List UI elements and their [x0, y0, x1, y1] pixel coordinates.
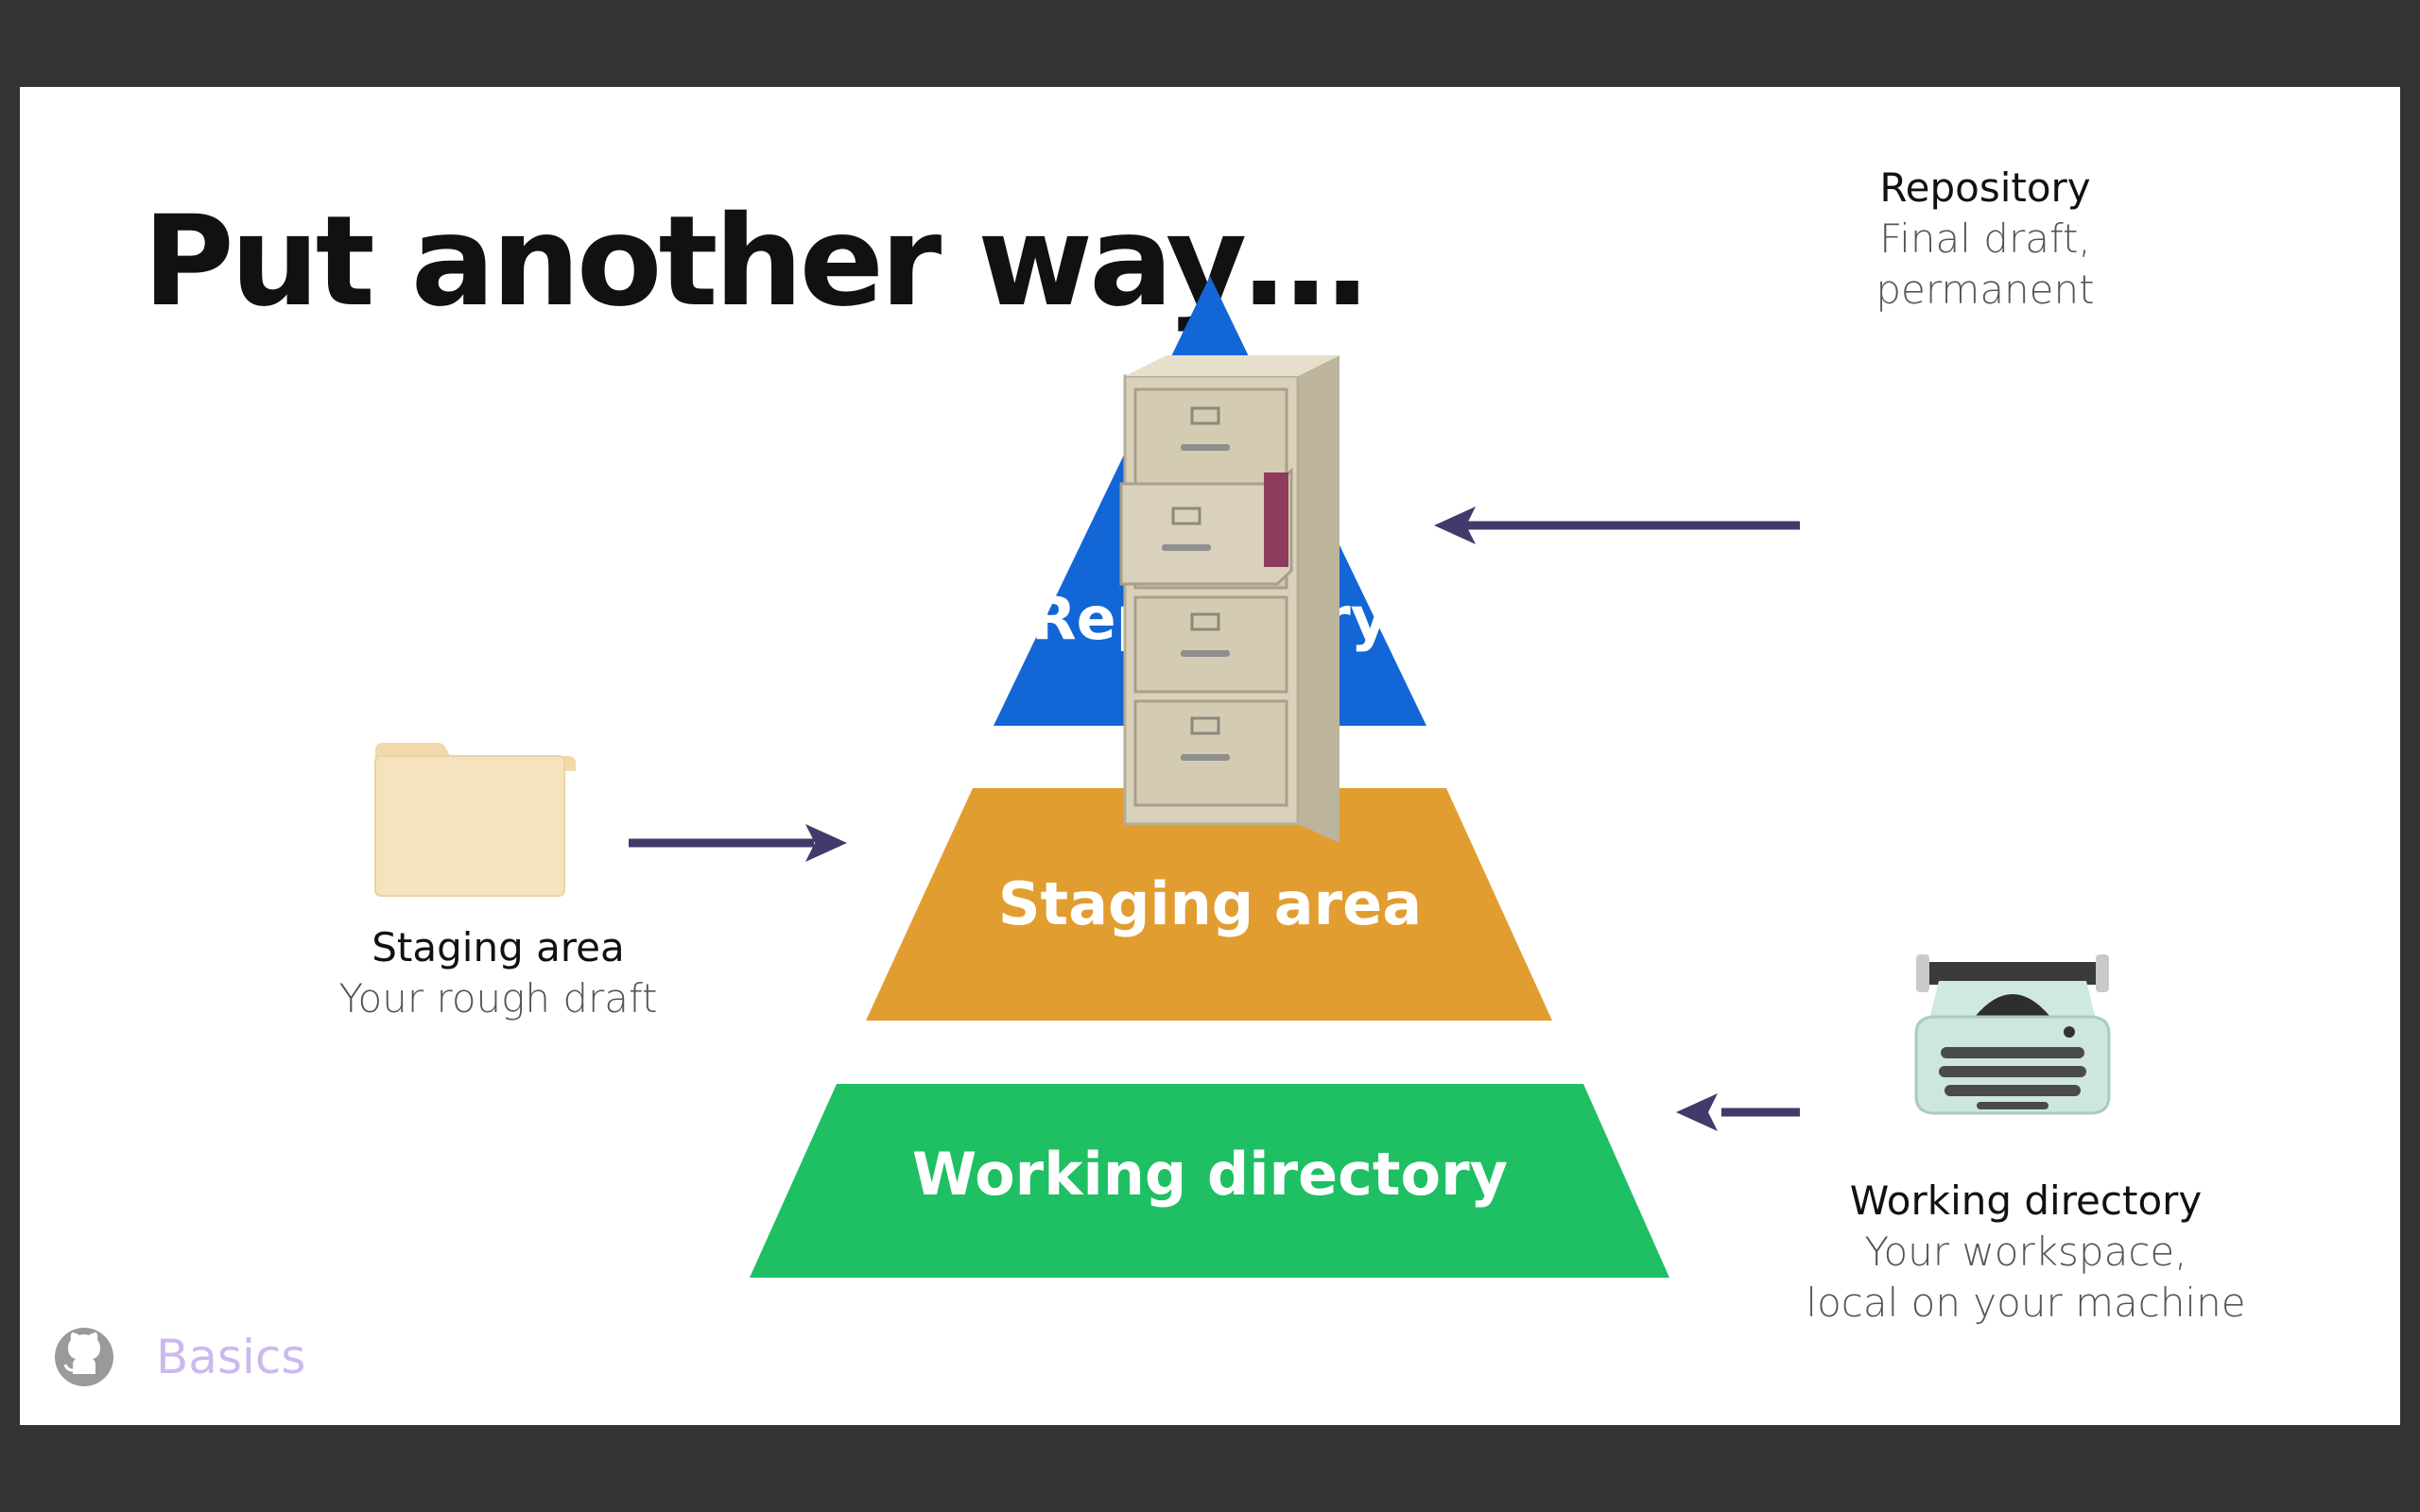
pyramid-label-staging: Staging area — [998, 869, 1422, 938]
typewriter-icon — [1914, 954, 2111, 1115]
arrow-to-working — [1676, 1093, 1800, 1131]
staging-caption: Staging area Your rough draft — [328, 922, 668, 1024]
repository-caption-line2: permanent — [1876, 266, 2095, 313]
repository-caption-heading: Repository — [1879, 164, 2091, 211]
filing-cabinet-icon — [1119, 355, 1340, 843]
working-caption-line1: Your workspace, — [1864, 1228, 2187, 1275]
slide: Put another way… Repository Staging area… — [20, 87, 2400, 1425]
working-caption-line2: local on your machine — [1806, 1280, 2246, 1326]
footer-section-label: Basics — [156, 1330, 306, 1384]
working-caption: Working directory Your workspace, local … — [1789, 1176, 2262, 1329]
arrow-to-staging — [629, 824, 847, 862]
pyramid-tier-working — [750, 1084, 1669, 1278]
repository-caption: Repository Final draft, permanent — [1858, 163, 2113, 316]
pyramid-tier-staging — [866, 788, 1552, 1021]
repository-caption-line1: Final draft, — [1879, 215, 2091, 262]
git-pyramid-diagram: Repository Staging area Working director… — [374, 276, 2111, 1278]
staging-caption-heading: Staging area — [372, 924, 625, 971]
slide-footer: Basics — [54, 1327, 305, 1387]
slide-title: Put another way… — [143, 189, 1368, 335]
staging-caption-line1: Your rough draft — [338, 975, 658, 1022]
folder-icon — [374, 743, 576, 897]
pyramid-label-working: Working directory — [912, 1140, 1508, 1209]
working-caption-heading: Working directory — [1849, 1177, 2203, 1224]
arrow-to-repository — [1434, 507, 1800, 544]
github-icon — [55, 1328, 113, 1386]
